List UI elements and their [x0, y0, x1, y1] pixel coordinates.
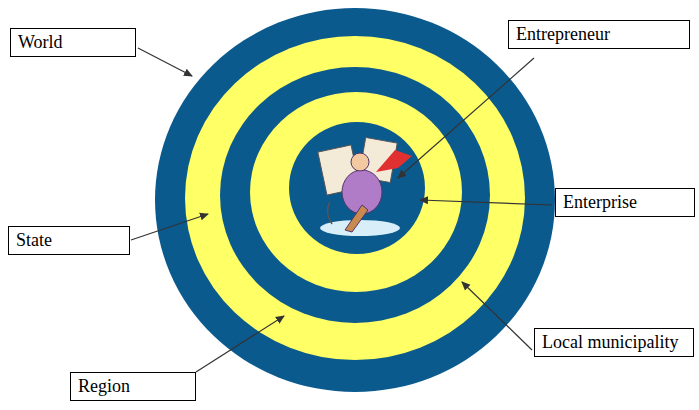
municipality-label: Local municipality: [534, 328, 694, 357]
entrepreneur-figure: [318, 138, 412, 236]
municipality-ring: [250, 92, 462, 292]
state-ring: [185, 36, 525, 360]
label-text: Enterprise: [563, 192, 687, 213]
region-ring: [220, 67, 490, 323]
enterprise-label: Enterprise: [555, 188, 695, 217]
label-text: Local municipality: [542, 332, 686, 353]
leader-lines: [131, 48, 552, 372]
label-text: State: [16, 230, 122, 251]
world-label: World: [10, 28, 136, 57]
region-label: Region: [70, 372, 196, 401]
state-label: State: [8, 226, 130, 255]
enterprise-ring: [289, 122, 425, 254]
label-text: Region: [78, 376, 188, 397]
entrepreneur-label: Entrepreneur: [508, 20, 690, 49]
label-text: World: [18, 32, 128, 53]
label-text: Entrepreneur: [516, 24, 682, 45]
world-ring: [155, 8, 555, 392]
